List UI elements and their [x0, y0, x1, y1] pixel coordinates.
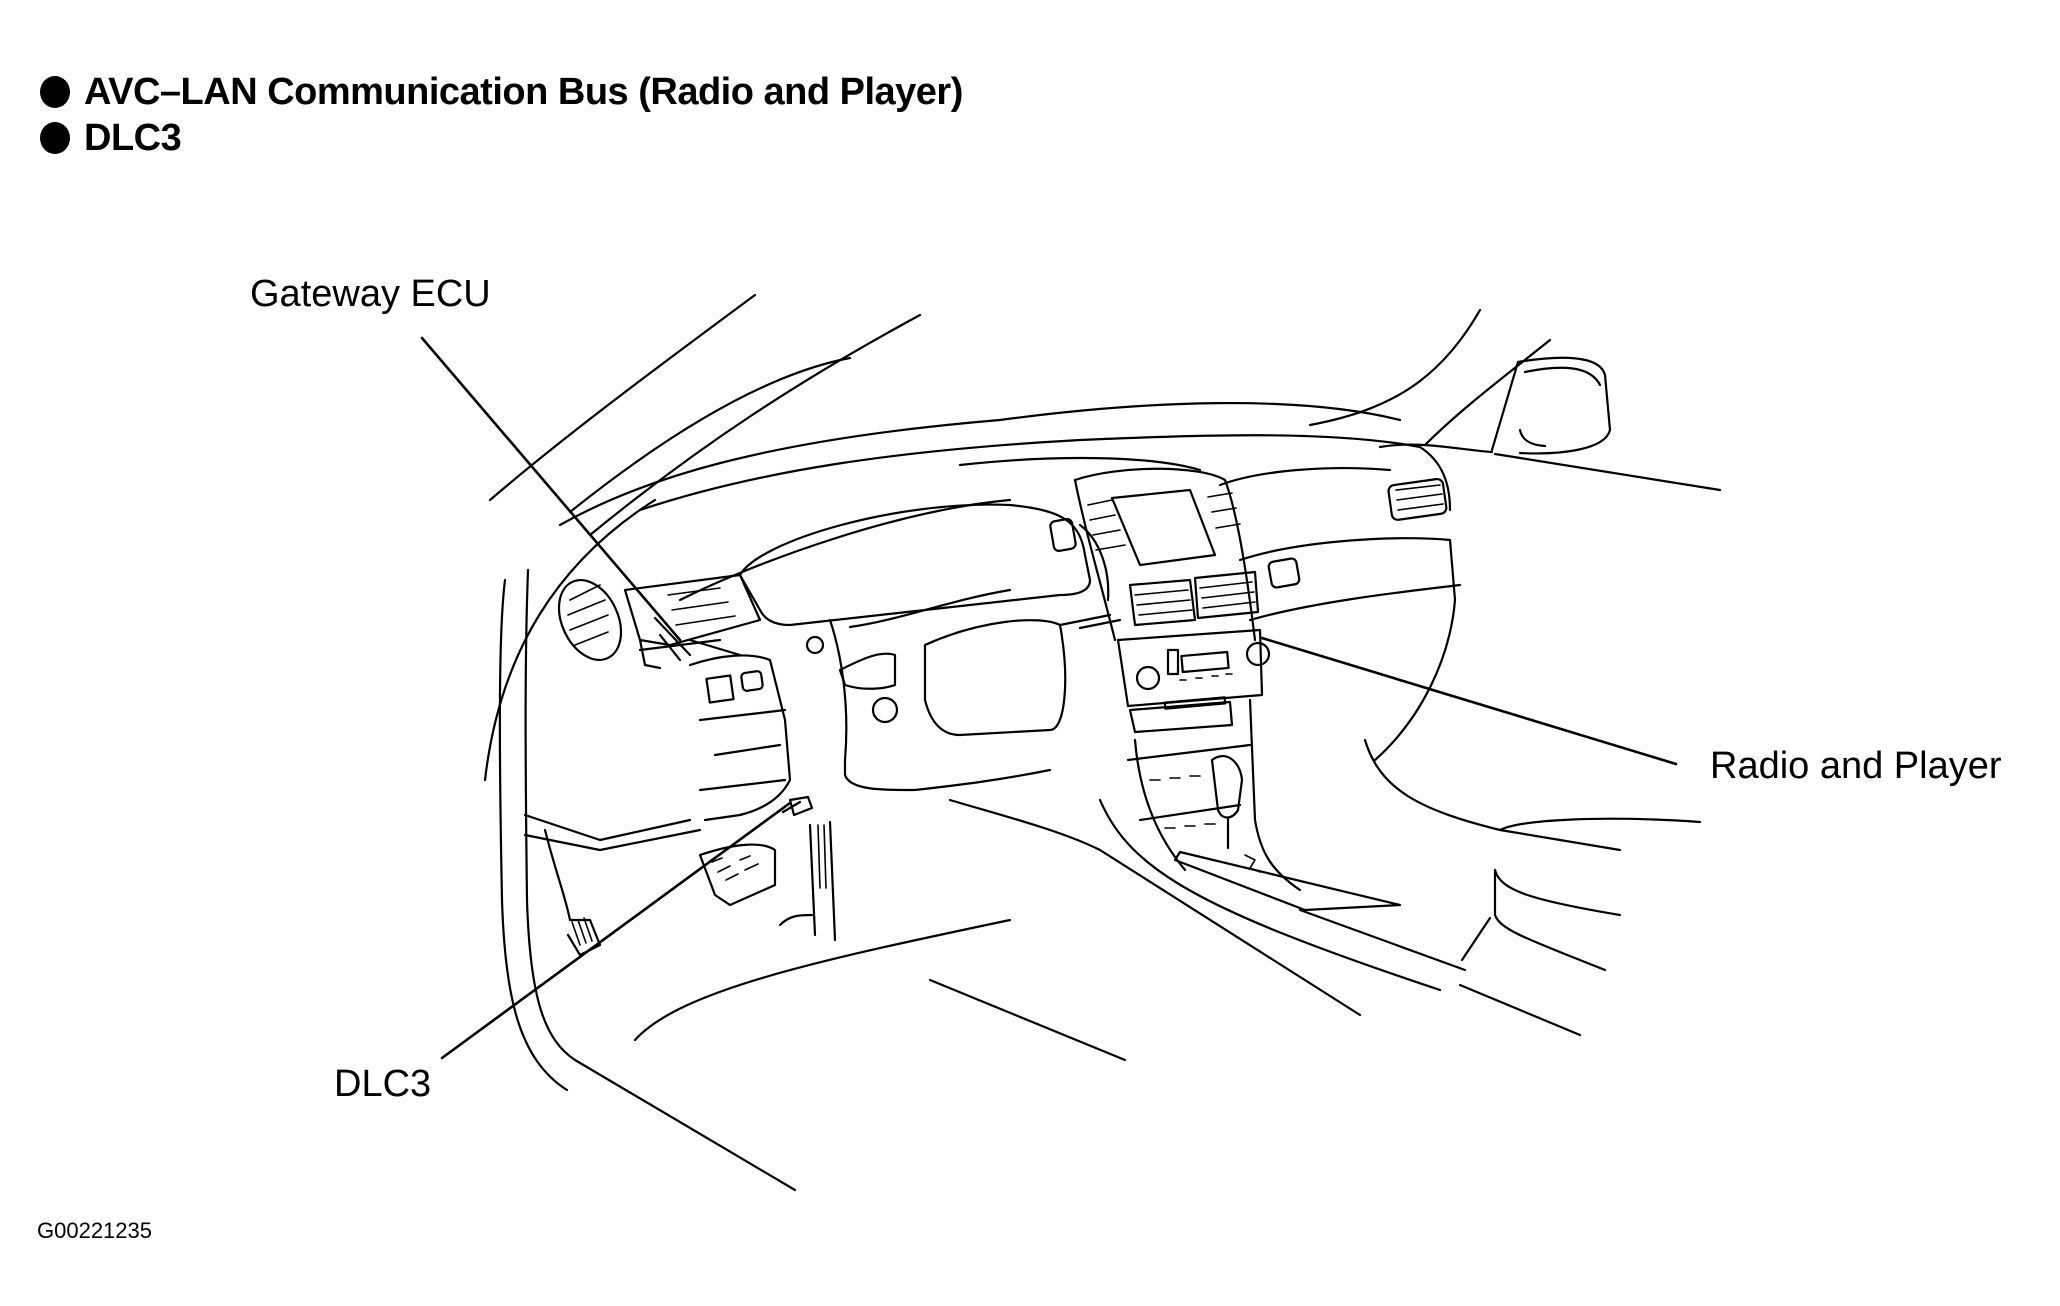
gateway-ecu-component: [638, 616, 742, 670]
heading-text: DLC3: [84, 117, 182, 159]
steering-wheel: [828, 588, 1122, 792]
side-mirror: [1516, 356, 1612, 455]
windshield-lines: [483, 293, 1402, 782]
door-pillar: [498, 568, 797, 1192]
radio-and-player-leader-line: [1260, 636, 1678, 766]
dash-top: [638, 434, 1452, 512]
pedals: [543, 820, 837, 957]
passenger-side: [1238, 477, 1702, 972]
heading-text: AVC–LAN Communication Bus (Radio and Pla…: [84, 71, 963, 113]
left-air-vents: [557, 573, 762, 661]
gear-shifter: [1173, 755, 1402, 912]
column-controls: [805, 635, 899, 724]
figure-code: G00221235: [37, 1218, 152, 1243]
callout-dlc3: DLC3: [334, 1063, 432, 1105]
navigation-display: [1110, 488, 1217, 567]
lower-console: [1126, 698, 1302, 892]
left-switch-panel: [688, 654, 792, 822]
radio-and-player-component: [1116, 628, 1271, 734]
gateway-ecu-leader-line: [420, 336, 682, 642]
right-pillar-and-mirror: [1308, 308, 1722, 492]
dlc3-connector: [781, 795, 814, 817]
floor-and-sill: [633, 798, 1582, 1062]
heading-avc-lan: AVC–LAN Communication Bus (Radio and Pla…: [40, 70, 963, 114]
heading-dlc3: DLC3: [40, 116, 182, 160]
bullet-icon: [40, 76, 70, 108]
center-stack: [1049, 467, 1301, 642]
callout-radio-and-player: Radio and Player: [1710, 745, 2002, 787]
dlc3-leader-line: [440, 801, 792, 1060]
bullet-icon: [40, 122, 70, 154]
callout-gateway-ecu: Gateway ECU: [250, 273, 491, 315]
instrument-cluster: [678, 498, 1110, 627]
center-air-vents: [1128, 570, 1260, 627]
